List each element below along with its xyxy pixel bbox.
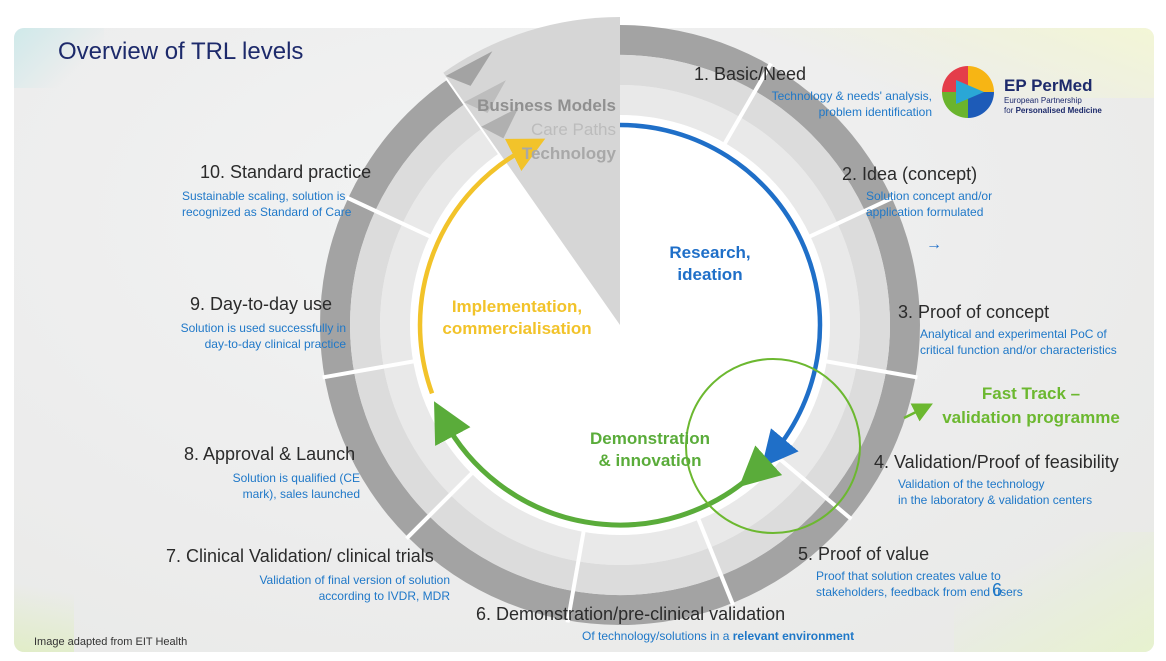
layer-tip (481, 107, 519, 139)
level-9-title: 9. Day-to-day use (190, 294, 333, 314)
fast-track-circle (685, 358, 861, 534)
level-1-desc: Technology & needs' analysis, problem id… (771, 89, 932, 119)
ring-separator (565, 487, 594, 623)
level-2-title: 2. Idea (concept) (842, 164, 978, 184)
logo-subtitle-2: for Personalised Medicine (1004, 106, 1102, 115)
ring-separator (700, 62, 773, 184)
level-7-desc: Validation of final version of solution … (259, 573, 450, 603)
layer-technology: Technology (521, 144, 616, 163)
ring-separator (768, 195, 895, 258)
image-credit: Image adapted from EIT Health (34, 636, 188, 648)
fast-track-pointer (903, 403, 933, 422)
ring-separators (322, 62, 918, 623)
phase-demonstration-label: Demonstration & innovation (590, 429, 710, 470)
level-8-desc: Solution is qualified (CE mark), sales l… (232, 471, 360, 501)
level-4-desc: Validation of the technology in the labo… (898, 477, 1093, 507)
ring-separator (679, 477, 735, 606)
level-6-desc: Of technology/solutions in a relevant en… (582, 629, 855, 643)
demonstration-arrow (434, 401, 783, 528)
phase-research-label: Research, ideation (669, 243, 751, 284)
decor-gradient-tl (14, 28, 104, 88)
decor-gradient-bl (14, 548, 74, 652)
ring-separator (345, 195, 472, 258)
research-arrow (619, 122, 823, 468)
ring-separator (445, 76, 527, 191)
level-3-desc: Analytical and experimental PoC of criti… (920, 327, 1117, 357)
slide-title: Overview of TRL levels (58, 38, 304, 65)
level-4-title: 4. Validation/Proof of feasibility (874, 452, 1119, 472)
implementation-arrow (417, 138, 546, 395)
layer-care-paths: Care Paths (530, 120, 616, 139)
logo-subtitle-1: European Partnership (1004, 96, 1082, 105)
level-1-title: 1. Basic/Need (694, 64, 807, 84)
next-arrow-icon: → (926, 236, 942, 253)
level-3-title: 3. Proof of concept (898, 302, 1050, 322)
page-number: 6 (992, 580, 1003, 600)
level-7-title: 7. Clinical Validation/ clinical trials (166, 546, 434, 566)
layer-tip (445, 51, 493, 86)
level-6-title: 6. Demonstration/pre-clinical validation (476, 604, 786, 624)
phase-implementation-label: Implementation, commercialisation (442, 297, 592, 338)
level-5-desc: Proof that solution creates value to sta… (816, 569, 1023, 599)
ring-separator (322, 351, 458, 380)
ep-permed-logo-mark (942, 66, 994, 118)
layer-tip (463, 80, 506, 113)
level-2-desc: Solution concept and/or application form… (866, 189, 993, 219)
level-8-title: 8. Approval & Launch (184, 444, 356, 464)
layers-wedge-tips (445, 51, 519, 139)
level-10-title: 10. Standard practice (200, 162, 372, 182)
fast-track-label: Fast Track – validation programme (942, 384, 1120, 427)
logo-name: EP PerMed (1004, 76, 1093, 95)
decor-gradient-br (954, 532, 1154, 652)
level-9-desc: Solution is used successfully in day-to-… (180, 321, 346, 351)
ring-separator (782, 351, 918, 380)
level-5-title: 5. Proof of value (798, 544, 930, 564)
level-10-desc: Sustainable scaling, solution is recogni… (182, 189, 352, 219)
layer-business-models: Business Models (477, 96, 616, 115)
